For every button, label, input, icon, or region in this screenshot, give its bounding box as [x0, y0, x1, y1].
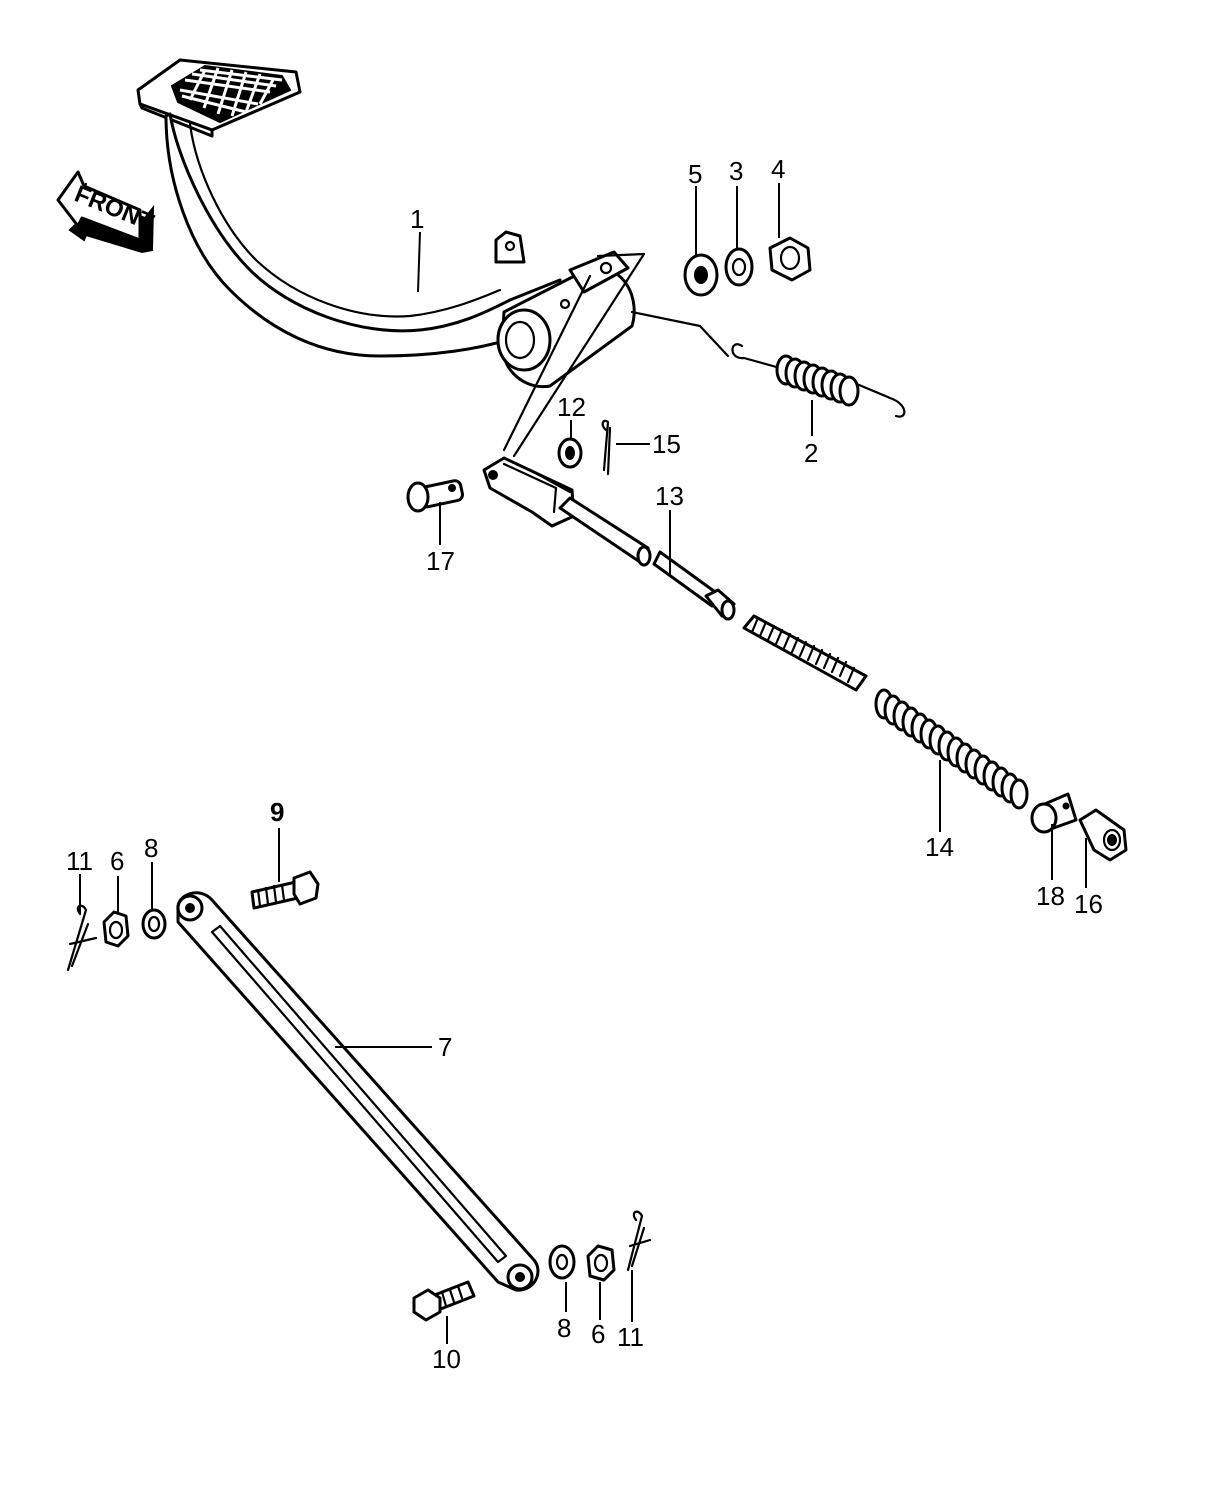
callout-4: 4 — [771, 154, 785, 184]
callout-16: 16 — [1074, 889, 1103, 919]
nut-right — [586, 1244, 616, 1282]
brake-rod-clevis — [482, 456, 576, 528]
rod-collar — [1030, 792, 1078, 834]
callout-14: 14 — [925, 832, 954, 862]
callout-3: 3 — [729, 156, 743, 186]
leader-lines — [79, 183, 1087, 1344]
callout-6-left: 6 — [110, 846, 124, 876]
callout-11-left: 11 — [66, 846, 93, 876]
callout-9: 9 — [270, 797, 284, 827]
callout-8-left: 8 — [144, 833, 158, 863]
plain-washer-top — [683, 253, 719, 297]
callout-17: 17 — [426, 546, 455, 576]
callout-11-right: 11 — [617, 1322, 644, 1352]
torque-link-bolt-top — [250, 870, 320, 910]
torque-link — [176, 891, 540, 1292]
pedal-pad-grid — [170, 64, 292, 124]
cotter-pin-right — [626, 1210, 652, 1272]
callout-5: 5 — [688, 159, 702, 189]
small-washer — [557, 437, 583, 469]
callouts: 1 2 3 4 5 12 15 13 17 14 18 16 9 11 6 8 … — [66, 154, 1103, 1374]
cap-nut-top — [768, 236, 812, 282]
return-spring — [731, 343, 906, 418]
callout-7: 7 — [438, 1032, 452, 1062]
nut-left — [102, 910, 130, 948]
callout-13: 13 — [655, 481, 684, 511]
washer-left — [141, 908, 167, 940]
cotter-pin-top — [601, 419, 612, 476]
callout-18: 18 — [1036, 881, 1065, 911]
clevis-pin — [406, 479, 464, 513]
callout-12: 12 — [557, 392, 586, 422]
callout-10: 10 — [432, 1344, 461, 1374]
brake-pedal — [136, 58, 730, 458]
cotter-pin-left — [66, 904, 98, 972]
callout-2: 2 — [804, 438, 818, 468]
adjuster-spring — [874, 688, 1029, 810]
front-arrow: FRONT — [56, 170, 158, 254]
lock-washer-top — [724, 247, 754, 287]
washer-right — [548, 1244, 576, 1280]
callout-6-right: 6 — [591, 1319, 605, 1349]
callout-8-right: 8 — [557, 1313, 571, 1343]
adjusting-nut — [1078, 808, 1128, 862]
threaded-rod — [742, 614, 868, 692]
callout-1: 1 — [410, 204, 424, 234]
callout-15: 15 — [652, 429, 681, 459]
brake-rod — [558, 496, 736, 621]
torque-link-bolt-bottom — [412, 1280, 476, 1322]
